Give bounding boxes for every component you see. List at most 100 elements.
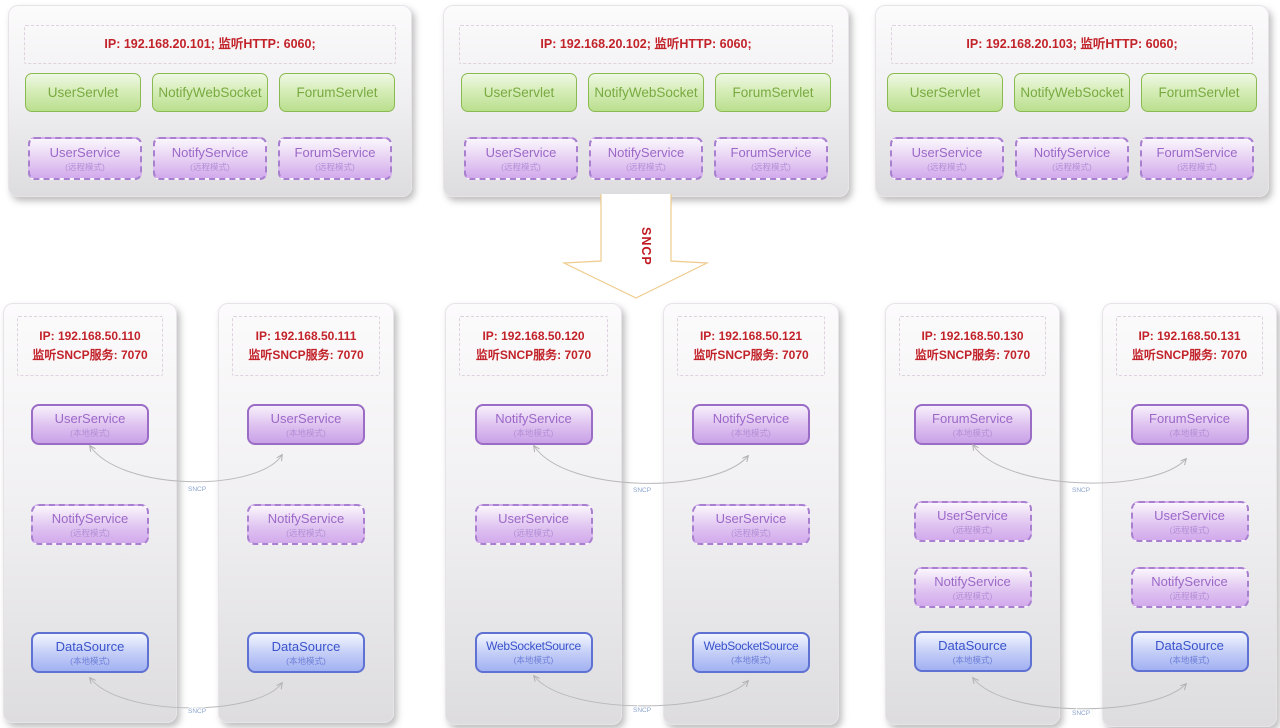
local-service-node: ForumService (本地模式)	[913, 404, 1032, 445]
service-mode: (本地模式)	[1169, 427, 1210, 438]
sncp-server-card-111: IP: 192.168.50.111 监听SNCP服务: 7070 UserSe…	[218, 303, 394, 723]
service-name: NotifyService	[1033, 144, 1111, 160]
remote-service-node: UserService (远程模式)	[890, 137, 1004, 180]
sncp-server-card-121: IP: 192.168.50.121 监听SNCP服务: 7070 Notify…	[663, 303, 839, 725]
sncp-server-card-110: IP: 192.168.50.110 监听SNCP服务: 7070 UserSe…	[3, 303, 177, 723]
service-name: NotifyService	[495, 410, 572, 426]
remote-service-node: ForumService (远程模式)	[278, 137, 392, 180]
sncp-link-label: SNCP	[188, 486, 206, 493]
service-mode: (远程模式)	[1169, 590, 1210, 601]
sncp-down-arrow	[561, 194, 710, 299]
service-mode: (远程模式)	[952, 590, 993, 601]
service-name: ForumService	[730, 144, 812, 160]
servlet-node: UserServlet	[887, 73, 1003, 112]
service-mode: (本地模式)	[1169, 654, 1210, 665]
service-name: UserService	[49, 144, 121, 160]
service-name: UserService	[54, 410, 126, 426]
servlet-node: NotifyWebSocket	[588, 73, 704, 112]
server-port: 监听SNCP服务: 7070	[693, 348, 809, 362]
servlet-node: UserServlet	[25, 73, 141, 112]
sncp-link-label: SNCP	[633, 487, 651, 494]
server-address-label: IP: 192.168.20.102; 监听HTTP: 6060;	[459, 25, 833, 64]
service-name: ForumService	[294, 144, 376, 160]
server-ip: IP: 192.168.50.110	[39, 329, 141, 344]
service-name: ForumService	[932, 410, 1013, 426]
remote-service-node: NotifyService (远程模式)	[153, 137, 267, 180]
sncp-link-label: SNCP	[633, 707, 651, 714]
service-mode: (本地模式)	[731, 655, 771, 665]
servlet-row: UserServlet NotifyWebSocket ForumServlet	[444, 73, 848, 112]
service-name: UserService	[1154, 507, 1225, 523]
service-mode: (远程模式)	[626, 161, 666, 172]
service-name: UserService	[498, 510, 569, 526]
service-name: NotifyService	[1151, 573, 1228, 589]
service-name: UserService	[715, 510, 787, 526]
remote-service-node: ForumService (远程模式)	[1140, 137, 1254, 180]
service-mode: (远程模式)	[927, 161, 967, 172]
servlet-node: ForumServlet	[279, 73, 395, 112]
service-name: DataSource	[1155, 637, 1224, 653]
local-service-node: UserService (本地模式)	[31, 404, 149, 445]
service-mode: (远程模式)	[501, 161, 541, 172]
servlet-node: ForumServlet	[715, 73, 831, 112]
http-server-card-102: IP: 192.168.20.102; 监听HTTP: 6060; UserSe…	[443, 5, 849, 197]
remote-service-node: NotifyService (远程模式)	[589, 137, 703, 180]
service-mode: (本地模式)	[513, 427, 554, 438]
remote-service-node: NotifyService (远程模式)	[31, 504, 149, 545]
server-ip: IP: 192.168.50.121	[699, 329, 803, 344]
servlet-node: ForumServlet	[1141, 73, 1257, 112]
service-mode: (远程模式)	[1177, 161, 1217, 172]
service-name: DataSource	[55, 638, 125, 654]
sncp-server-card-120: IP: 192.168.50.120 监听SNCP服务: 7070 Notify…	[445, 303, 622, 725]
server-address-label: IP: 192.168.50.131 监听SNCP服务: 7070	[1116, 316, 1263, 376]
service-row: UserService (远程模式) NotifyService (远程模式) …	[444, 137, 848, 180]
http-server-card-101: IP: 192.168.20.101; 监听HTTP: 6060; UserSe…	[8, 5, 412, 197]
server-ip: IP: 192.168.50.130	[921, 329, 1024, 344]
servlet-node: NotifyWebSocket	[152, 73, 268, 112]
server-port: 监听SNCP服务: 7070	[475, 348, 592, 362]
remote-service-node: NotifyService (远程模式)	[1015, 137, 1129, 180]
service-name: UserService	[911, 144, 983, 160]
local-service-node: ForumService (本地模式)	[1130, 404, 1249, 445]
service-name: UserService	[485, 144, 557, 160]
sncp-server-card-131: IP: 192.168.50.131 监听SNCP服务: 7070 ForumS…	[1102, 303, 1277, 727]
remote-service-node: NotifyService (远程模式)	[1130, 567, 1249, 608]
service-mode: (本地模式)	[952, 427, 993, 438]
service-name: NotifyService	[934, 573, 1011, 589]
remote-service-node: UserService (远程模式)	[28, 137, 142, 180]
sncp-server-card-130: IP: 192.168.50.130 监听SNCP服务: 7070 ForumS…	[885, 303, 1060, 725]
websocketsource-node: WebSocketSource (本地模式)	[474, 632, 593, 673]
server-address-label: IP: 192.168.50.120 监听SNCP服务: 7070	[459, 316, 608, 376]
service-mode: (远程模式)	[190, 161, 230, 172]
server-port: 监听SNCP服务: 7070	[248, 348, 364, 362]
datasource-node: DataSource (本地模式)	[913, 631, 1032, 672]
server-ip: IP: 192.168.50.120	[482, 329, 585, 344]
local-service-node: NotifyService (本地模式)	[692, 404, 810, 445]
server-address-label: IP: 192.168.20.101; 监听HTTP: 6060;	[24, 25, 396, 64]
service-name: NotifyService	[51, 510, 129, 526]
remote-service-node: NotifyService (远程模式)	[247, 504, 365, 545]
service-name: UserService	[937, 507, 1008, 523]
remote-service-node: NotifyService (远程模式)	[913, 567, 1032, 608]
service-name: DataSource	[938, 637, 1007, 653]
service-mode: (本地模式)	[286, 655, 326, 666]
service-mode: (本地模式)	[731, 427, 771, 438]
servlet-node: UserServlet	[461, 73, 577, 112]
service-name: NotifyService	[267, 510, 345, 526]
service-name: ForumService	[1156, 144, 1238, 160]
server-ip: IP: 192.168.50.111	[255, 329, 357, 344]
service-name: ForumService	[1149, 410, 1230, 426]
servlet-row: UserServlet NotifyWebSocket ForumServlet	[876, 73, 1268, 112]
service-mode: (本地模式)	[70, 655, 110, 666]
http-server-card-103: IP: 192.168.20.103; 监听HTTP: 6060; UserSe…	[875, 5, 1269, 197]
service-row: UserService (远程模式) NotifyService (远程模式) …	[876, 137, 1268, 180]
service-mode: (远程模式)	[286, 527, 326, 538]
server-address-label: IP: 192.168.50.121 监听SNCP服务: 7070	[677, 316, 825, 376]
service-mode: (远程模式)	[731, 527, 771, 538]
service-mode: (本地模式)	[513, 655, 554, 665]
websocketsource-node: WebSocketSource (本地模式)	[692, 632, 810, 673]
service-mode: (远程模式)	[952, 524, 993, 535]
service-name: WebSocketSource	[703, 639, 799, 653]
servlet-node: NotifyWebSocket	[1014, 73, 1130, 112]
